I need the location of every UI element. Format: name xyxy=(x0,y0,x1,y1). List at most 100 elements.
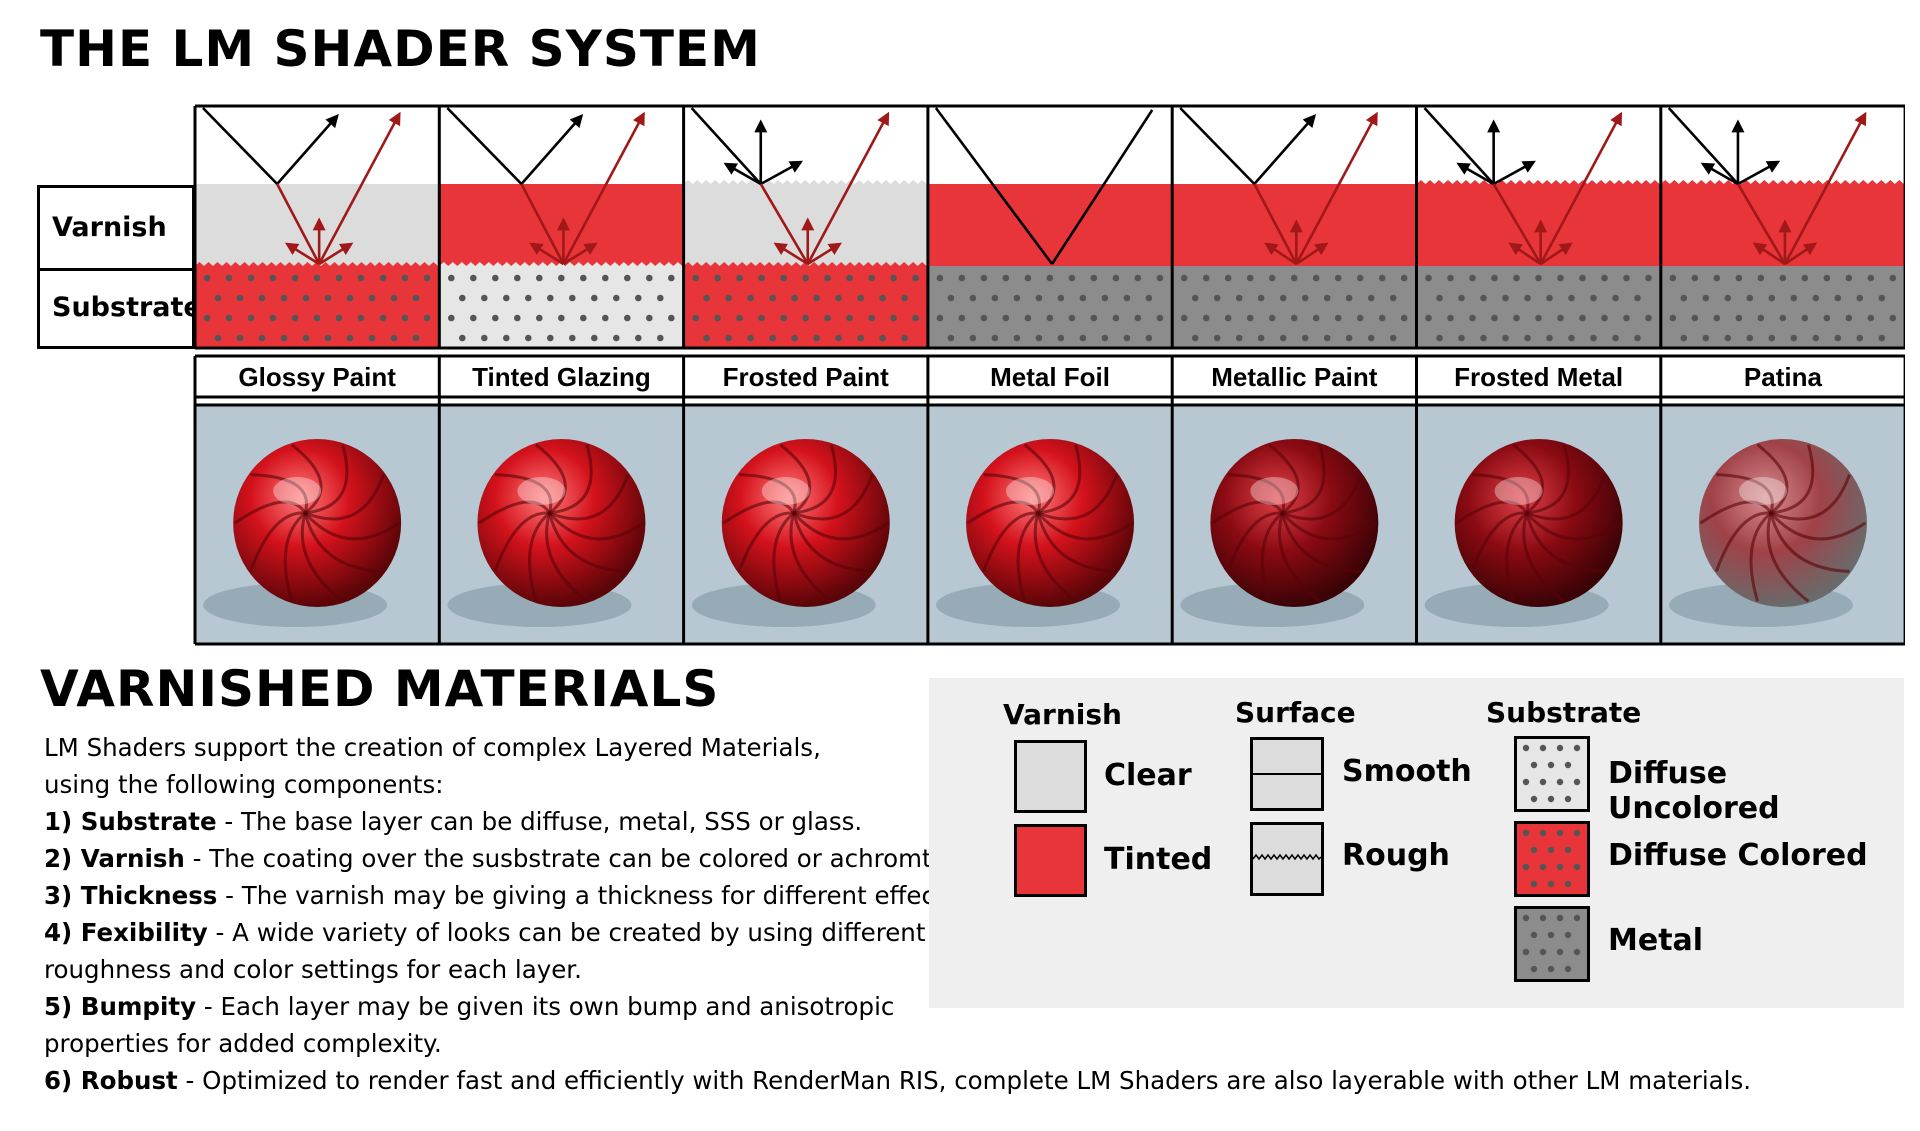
legend-diffuse-uncolored-label: Diffuse Uncolored xyxy=(1608,756,1780,826)
material-column: Frosted Paint xyxy=(683,107,932,644)
component-line: 6) Robust - Optimized to render fast and… xyxy=(44,1062,1751,1099)
rough-surface-edge xyxy=(1660,180,1905,184)
sphere-groove xyxy=(290,443,323,515)
legend-diffuse-colored-label: Diffuse Colored xyxy=(1608,838,1868,873)
substrate-dot xyxy=(258,294,266,302)
substrate-dot xyxy=(1224,274,1232,282)
swatch-dot xyxy=(1556,914,1564,922)
sphere-groove xyxy=(1280,512,1362,573)
substrate-dot xyxy=(846,274,853,282)
sphere-groove xyxy=(1525,512,1606,573)
component-label: 5) Bumpity xyxy=(44,992,197,1021)
specular-arrow xyxy=(276,114,339,185)
component-label: 6) Robust xyxy=(44,1066,178,1095)
substrate-dot xyxy=(1180,314,1188,322)
scatter-arrow xyxy=(1456,162,1495,186)
sphere-groove xyxy=(1267,443,1300,515)
varnish-row-label: Varnish xyxy=(52,212,167,243)
legend-clear-label: Clear xyxy=(1104,758,1192,793)
substrate-dot xyxy=(1400,274,1408,282)
substrate-dot xyxy=(536,274,543,282)
substrate-dot xyxy=(1213,334,1221,342)
swatch-dot xyxy=(1522,863,1530,871)
sphere-groove xyxy=(549,444,593,515)
substrate-dot xyxy=(1680,294,1688,302)
substrate-dot xyxy=(423,314,431,322)
refracted-ray xyxy=(520,183,565,265)
substrate-dot xyxy=(736,314,743,322)
substrate-dot xyxy=(1702,294,1710,302)
substrate-dot xyxy=(1301,334,1309,342)
substrate-dot xyxy=(1046,274,1054,282)
substrate-dot xyxy=(1312,314,1320,322)
substrate-dot xyxy=(1057,334,1065,342)
substrate-dot xyxy=(357,274,365,282)
substrate-dot xyxy=(236,294,244,302)
substrate-dot xyxy=(1002,314,1010,322)
sphere-groove xyxy=(1260,511,1284,602)
diffuse-arrow xyxy=(773,242,809,266)
sphere-groove xyxy=(1037,444,1082,515)
sphere-groove xyxy=(303,512,384,573)
substrate-dot xyxy=(1068,274,1076,282)
substrate-dot xyxy=(525,334,532,342)
diffuse-arrow xyxy=(318,242,354,266)
refracted-ray xyxy=(759,183,809,265)
varnish-clear-icon xyxy=(1014,740,1087,813)
substrate-dot xyxy=(269,314,277,322)
swatch-dot xyxy=(1530,846,1538,854)
substrate-dot xyxy=(1268,314,1276,322)
sphere-groove xyxy=(1699,500,1773,525)
swatch-dot xyxy=(1556,744,1564,752)
sphere-groove xyxy=(1281,512,1378,541)
substrate-dot xyxy=(324,294,332,302)
sphere-groove xyxy=(722,500,796,525)
substrate-dot xyxy=(1513,274,1520,282)
substrate-dot xyxy=(470,274,477,282)
substrate-dot xyxy=(1557,314,1564,322)
substrate-dot xyxy=(346,294,354,302)
sphere-groove xyxy=(1505,511,1528,602)
substrate-dot xyxy=(1480,294,1487,302)
substrate-dot xyxy=(668,274,675,282)
substrate-dot xyxy=(813,294,820,302)
substrate-dot xyxy=(558,314,565,322)
substrate-dot xyxy=(1691,274,1699,282)
substrate-dot xyxy=(758,274,765,282)
substrate-dot xyxy=(1867,274,1875,282)
substrate-dot xyxy=(492,314,499,322)
sphere-highlight xyxy=(1006,477,1055,505)
substrate-dot xyxy=(747,334,754,342)
substrate-dot xyxy=(1246,314,1254,322)
varnish-tinted-layer xyxy=(1660,184,1905,266)
swatch-dot xyxy=(1564,761,1572,769)
surface-rough-icon xyxy=(1250,822,1324,896)
substrate-dot xyxy=(1713,314,1721,322)
swatch-dot xyxy=(1556,948,1564,956)
sphere-groove xyxy=(1281,474,1363,521)
material-column: Patina xyxy=(1660,107,1905,644)
substrate-dot xyxy=(725,294,732,302)
swatch-dot xyxy=(1539,778,1547,786)
component-text: - Each layer may be given its own bump a… xyxy=(196,992,895,1021)
swatch-dot xyxy=(1539,948,1547,956)
substrate-dot xyxy=(470,314,477,322)
swatch-dot xyxy=(1573,914,1581,922)
substrate-dot xyxy=(225,314,233,322)
sphere-groove xyxy=(1227,473,1286,514)
sphere-groove xyxy=(1714,511,1772,572)
substrate-dot xyxy=(613,334,620,342)
substrate-dot xyxy=(1601,314,1608,322)
substrate-dot xyxy=(1746,294,1754,302)
material-name-label: Metallic Paint xyxy=(1211,362,1377,392)
substrate-dot xyxy=(291,274,299,282)
incident-ray xyxy=(1423,107,1495,185)
substrate-dot xyxy=(947,334,955,342)
sphere-groove xyxy=(789,512,833,603)
rough-surface-edge xyxy=(1416,180,1664,184)
sphere-groove xyxy=(1455,500,1528,525)
substrate-dot xyxy=(912,274,919,282)
exit-arrow xyxy=(562,111,645,265)
substrate-dot xyxy=(879,334,886,342)
substrate-dot xyxy=(280,334,288,342)
